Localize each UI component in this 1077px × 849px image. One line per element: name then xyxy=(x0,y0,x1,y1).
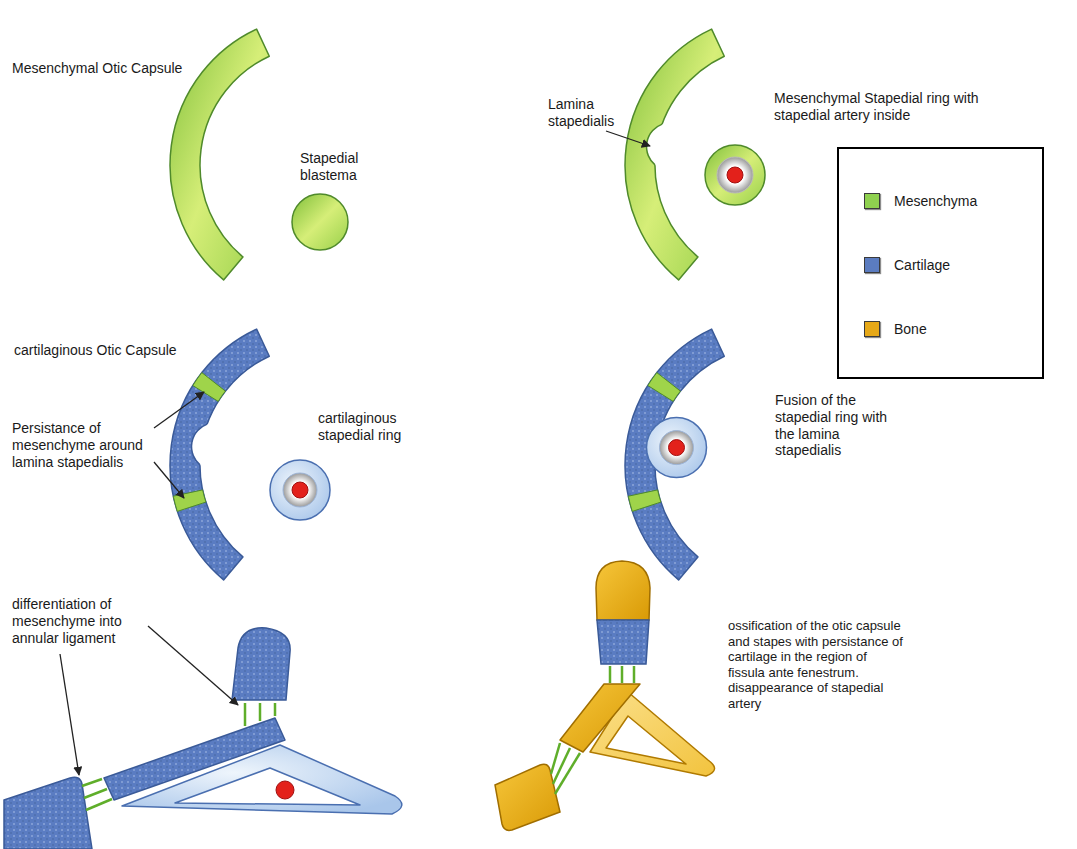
part-label: Mesenchymal Stapedial ring with stapedia… xyxy=(774,90,979,124)
part-label: ossification of the otic capsule and sta… xyxy=(728,618,906,712)
legend-label: Bone xyxy=(894,321,927,337)
stapedial-artery xyxy=(669,440,685,456)
stapedial-blastema xyxy=(292,194,348,250)
otic-capsule xyxy=(4,777,92,849)
lamina-stapedialis xyxy=(192,424,208,465)
legend-swatch xyxy=(864,193,880,209)
otic-capsule xyxy=(625,329,724,580)
stapedial-ring xyxy=(647,418,707,478)
otic-capsule xyxy=(232,628,290,700)
mesenchyme-band xyxy=(173,490,206,512)
leader-arrow xyxy=(60,131,650,775)
otic-capsule xyxy=(170,29,269,280)
legend-entry: Bone xyxy=(864,321,927,337)
otic-capsule-bone xyxy=(495,764,560,830)
legend-swatch xyxy=(864,321,880,337)
fissula-cartilage xyxy=(597,620,649,664)
stapes-footplate xyxy=(104,718,285,800)
lamina-stapedialis xyxy=(647,124,663,165)
part-label: Lamina stapedialis xyxy=(548,96,628,130)
legend-label: Cartilage xyxy=(894,257,950,273)
part-label: Stapedial blastema xyxy=(300,150,378,184)
stapedial-artery xyxy=(292,482,308,498)
annular-ligament xyxy=(82,703,275,810)
part-label: cartilaginous Otic Capsule xyxy=(14,342,214,359)
legend-box xyxy=(838,148,1043,378)
part-label: cartilaginous stapedial ring xyxy=(318,410,418,444)
part-label: Fusion of the stapedial ring with the la… xyxy=(775,392,890,459)
legend-label: Mesenchyma xyxy=(894,193,977,209)
otic-capsule xyxy=(170,329,269,580)
legend-entry: Cartilage xyxy=(864,257,950,273)
annular-ligament xyxy=(551,666,634,794)
part-label: Mesenchymal Otic Capsule xyxy=(12,60,212,77)
stapedial-ring xyxy=(270,460,330,520)
part-label: Persistance of mesenchyme around lamina … xyxy=(12,420,150,470)
stapedial-artery xyxy=(276,781,294,799)
ring-hole xyxy=(717,157,753,193)
stapedial-ring xyxy=(705,145,765,205)
otic-capsule xyxy=(625,29,724,280)
stapes-footplate xyxy=(560,684,640,752)
mesenchyme-band xyxy=(628,490,661,512)
mesenchyme-band xyxy=(648,373,681,402)
ring-hole xyxy=(283,473,317,507)
legend-swatch xyxy=(864,257,880,273)
legend-entry: Mesenchyma xyxy=(864,193,977,209)
otic-capsule-bone xyxy=(596,561,650,620)
ring-hole xyxy=(660,431,694,465)
part-label: differentiation of mesenchyme into annul… xyxy=(12,596,144,646)
stapedial-artery xyxy=(727,167,743,183)
